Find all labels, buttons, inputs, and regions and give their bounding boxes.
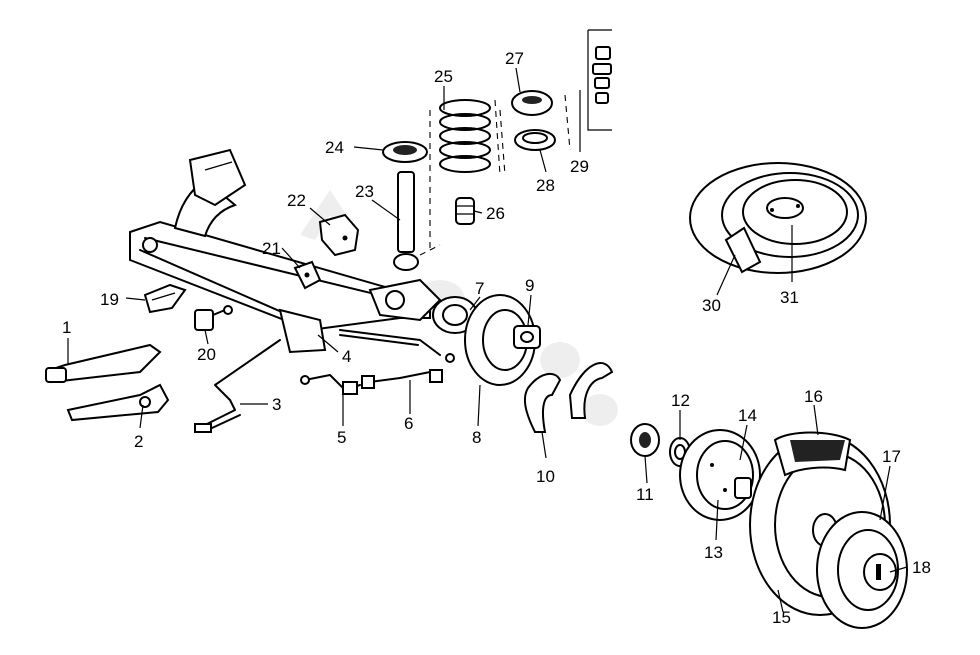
callout-23: 23 (355, 182, 374, 201)
part-6-hose (361, 369, 443, 389)
callout-4: 4 (342, 347, 351, 366)
callout-3: 3 (272, 395, 281, 414)
part-10-brake-shoe (523, 372, 562, 433)
callout-11: 11 (636, 485, 654, 504)
callout-labels: 1 2 3 4 5 6 7 8 9 10 11 12 13 14 15 16 1… (62, 49, 931, 627)
callout-10: 10 (536, 467, 555, 486)
part-19-bracket (143, 283, 187, 314)
part-2-lever (66, 383, 170, 422)
part-21-clamp (293, 260, 322, 290)
callout-22: 22 (287, 191, 306, 210)
brake-shoe-upper (568, 362, 614, 419)
callout-19: 19 (100, 290, 119, 309)
callout-20: 20 (197, 345, 216, 364)
callout-28: 28 (536, 176, 555, 195)
spare-wheel (689, 162, 867, 274)
part-27-spring-seat (511, 90, 553, 116)
part-25-coil-spring (429, 99, 501, 250)
part-11-bearing (630, 423, 660, 457)
callout-14: 14 (738, 406, 757, 425)
leader-lines (67, 67, 908, 613)
callout-18: 18 (912, 558, 931, 577)
callout-16: 16 (804, 387, 823, 406)
callout-21: 21 (262, 239, 281, 258)
part-18-centre-cap (863, 553, 897, 591)
part-24-upper-mount (382, 141, 428, 163)
callout-8: 8 (472, 428, 481, 447)
part-3-cable (194, 339, 281, 433)
part-16-tyre-section (773, 431, 852, 477)
callout-30: 30 (702, 296, 721, 315)
part-9-wheel-cylinder (513, 325, 541, 349)
callout-12: 12 (671, 391, 690, 410)
callout-5: 5 (337, 428, 346, 447)
part-29-bolt-set (587, 29, 612, 131)
part-17-wheel-trim (816, 511, 908, 629)
callout-1: 1 (62, 318, 71, 337)
callout-15: 15 (772, 608, 791, 627)
callout-24: 24 (325, 138, 344, 157)
part-5-hose (300, 374, 361, 395)
part-26-bump-stop (455, 197, 475, 225)
callout-7: 7 (475, 279, 484, 298)
callout-6: 6 (404, 414, 413, 433)
callout-2: 2 (134, 432, 143, 451)
callout-13: 13 (704, 543, 723, 562)
callout-31: 31 (780, 288, 799, 307)
callout-26: 26 (486, 204, 505, 223)
part-28-insulator (499, 94, 571, 176)
callout-29: 29 (570, 157, 589, 176)
part-14-brake-drum (679, 429, 761, 521)
part-1-cable-guide (45, 343, 162, 384)
rear-axle-beam (129, 148, 442, 354)
callout-25: 25 (434, 67, 453, 86)
callout-17: 17 (882, 447, 901, 466)
callout-27: 27 (505, 49, 524, 68)
brake-pipe (339, 329, 455, 363)
callout-9: 9 (525, 276, 534, 295)
part-23-shock-absorber (393, 171, 441, 271)
part-20-bush (194, 305, 233, 331)
